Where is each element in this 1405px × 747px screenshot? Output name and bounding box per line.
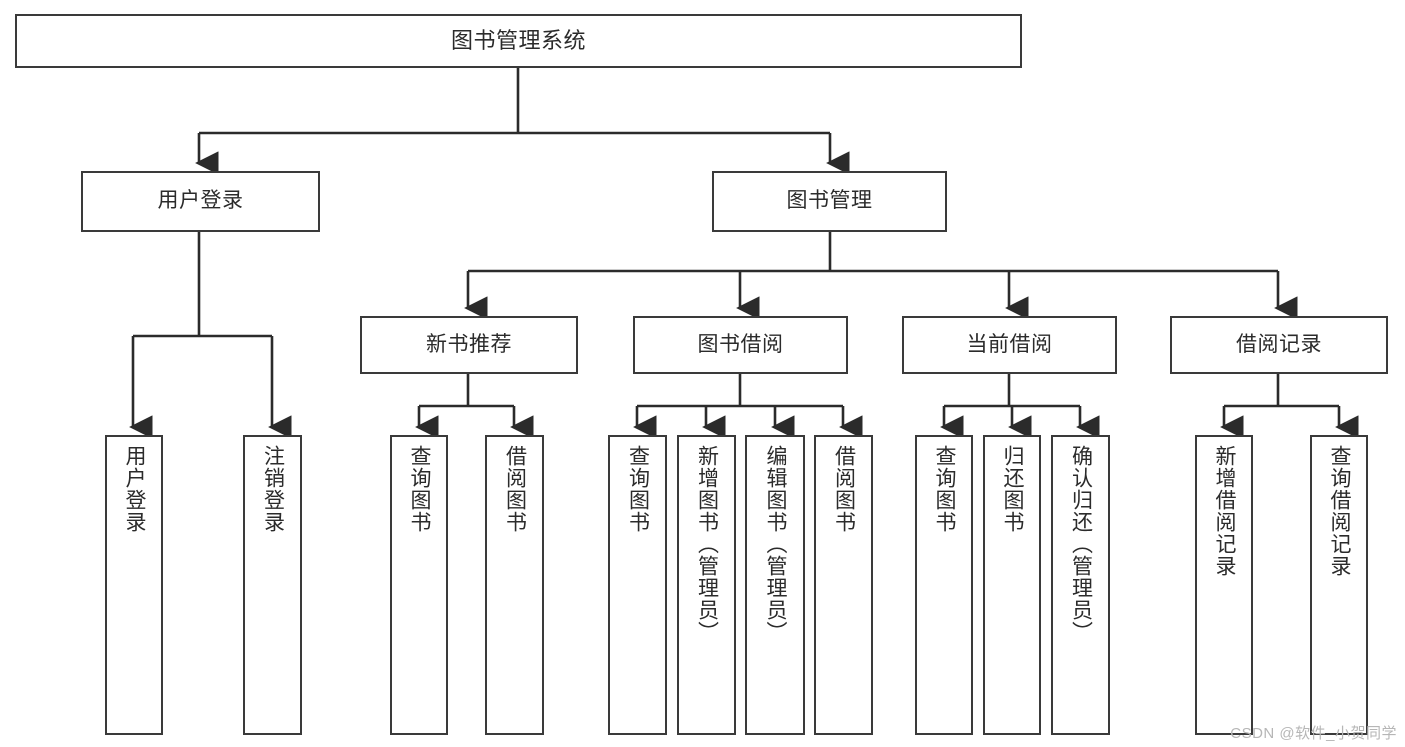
node-user-login[interactable]: 用户登录 [81, 171, 320, 232]
node-leaf-query-record[interactable]: 查询借阅记录 [1310, 435, 1368, 735]
node-leaf-query-book-2[interactable]: 查询图书 [608, 435, 667, 735]
node-leaf-add-book-label: 新增图书（管理员） [695, 445, 719, 643]
node-leaf-return-book-label: 归还图书 [1001, 445, 1025, 533]
node-root[interactable]: 图书管理系统 [15, 14, 1022, 68]
node-leaf-query-book-2-label: 查询图书 [626, 445, 650, 533]
node-current-borrow[interactable]: 当前借阅 [902, 316, 1117, 374]
node-book-borrow[interactable]: 图书借阅 [633, 316, 848, 374]
node-leaf-add-book[interactable]: 新增图书（管理员） [677, 435, 736, 735]
node-user-login-label: 用户登录 [157, 189, 244, 213]
node-leaf-user-login-label: 用户登录 [123, 445, 147, 533]
node-book-manage[interactable]: 图书管理 [712, 171, 947, 232]
node-leaf-add-record[interactable]: 新增借阅记录 [1195, 435, 1253, 735]
node-new-book-recommend-label: 新书推荐 [426, 332, 512, 356]
node-leaf-borrow-book-2[interactable]: 借阅图书 [814, 435, 873, 735]
node-leaf-user-login[interactable]: 用户登录 [105, 435, 163, 735]
node-leaf-borrow-book-1[interactable]: 借阅图书 [485, 435, 544, 735]
node-current-borrow-label: 当前借阅 [966, 332, 1053, 356]
node-new-book-recommend[interactable]: 新书推荐 [360, 316, 578, 374]
node-leaf-query-book-1[interactable]: 查询图书 [390, 435, 448, 735]
node-borrow-record-label: 借阅记录 [1236, 332, 1322, 356]
node-leaf-query-record-label: 查询借阅记录 [1328, 445, 1352, 577]
node-leaf-edit-book-label: 编辑图书（管理员） [764, 445, 788, 643]
node-leaf-query-book-3[interactable]: 查询图书 [915, 435, 973, 735]
node-leaf-add-record-label: 新增借阅记录 [1213, 445, 1237, 577]
node-leaf-logout-label: 注销登录 [261, 445, 285, 533]
node-leaf-query-book-3-label: 查询图书 [933, 445, 957, 533]
node-root-label: 图书管理系统 [450, 28, 586, 54]
node-book-manage-label: 图书管理 [786, 189, 873, 213]
node-leaf-confirm-return-label: 确认归还（管理员） [1069, 445, 1093, 643]
node-borrow-record[interactable]: 借阅记录 [1170, 316, 1388, 374]
node-leaf-logout[interactable]: 注销登录 [243, 435, 302, 735]
node-leaf-query-book-1-label: 查询图书 [408, 445, 432, 533]
node-leaf-borrow-book-2-label: 借阅图书 [832, 445, 856, 533]
watermark: CSDN @软件_小贺同学 [1230, 725, 1397, 742]
node-leaf-return-book[interactable]: 归还图书 [983, 435, 1041, 735]
node-leaf-confirm-return[interactable]: 确认归还（管理员） [1051, 435, 1110, 735]
node-leaf-edit-book[interactable]: 编辑图书（管理员） [745, 435, 805, 735]
node-leaf-borrow-book-1-label: 借阅图书 [503, 445, 527, 533]
node-book-borrow-label: 图书借阅 [697, 332, 784, 356]
